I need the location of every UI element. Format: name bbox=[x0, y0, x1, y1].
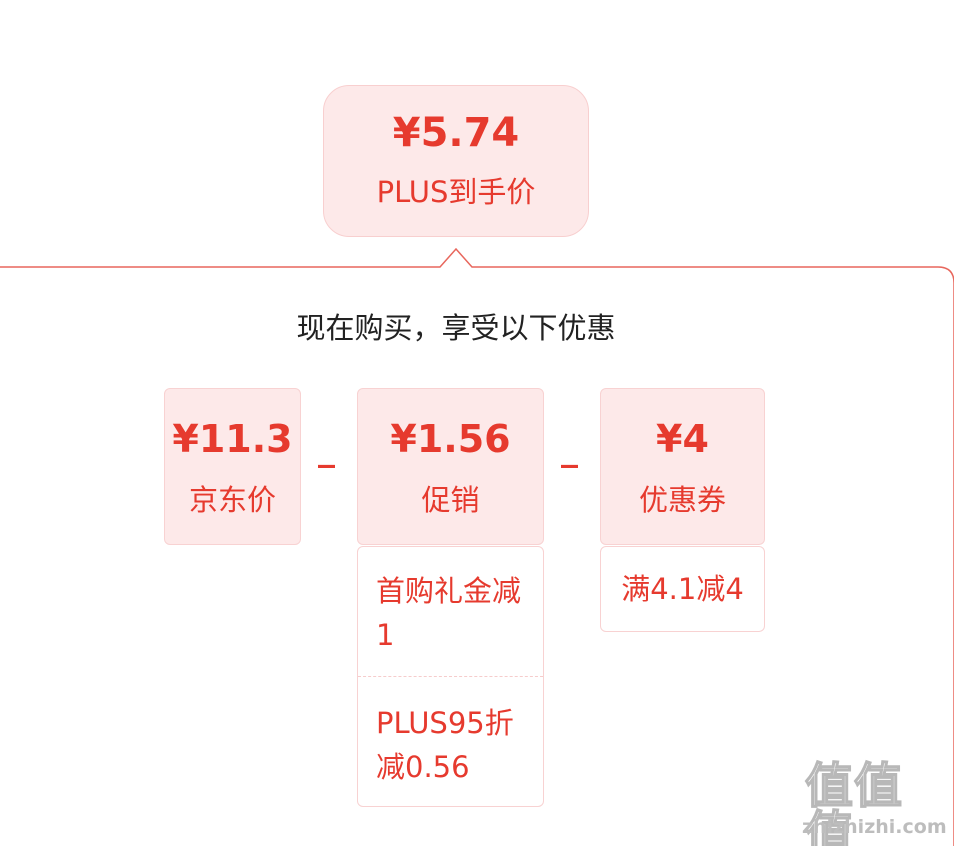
jd-price-value: ¥11.3 bbox=[172, 417, 293, 461]
promotion-label: 促销 bbox=[421, 483, 480, 517]
final-price-label: PLUS到手价 bbox=[376, 175, 536, 209]
watermark-logo: 值值值 bbox=[804, 758, 904, 846]
watermark-url: zhizhizhi.com bbox=[802, 816, 947, 838]
coupon-label: 优惠券 bbox=[638, 483, 726, 517]
promotion-details: 首购礼金减1 PLUS95折减0.56 bbox=[357, 546, 544, 807]
coupon-value: ¥4 bbox=[656, 417, 709, 461]
jd-price-label: 京东价 bbox=[188, 483, 276, 517]
promotion-detail-item: PLUS95折减0.56 bbox=[376, 706, 514, 784]
dashed-divider bbox=[358, 676, 543, 677]
coupon-detail-item: 满4.1减4 bbox=[621, 572, 744, 606]
final-price: ¥5.74 bbox=[392, 110, 520, 156]
minus-operator: _ bbox=[561, 429, 578, 469]
coupon-card: ¥4 优惠券 bbox=[600, 388, 765, 545]
promotion-value: ¥1.56 bbox=[390, 417, 511, 461]
promotion-detail-item: 首购礼金减1 bbox=[376, 574, 522, 652]
promotion-card: ¥1.56 促销 bbox=[357, 388, 544, 545]
jd-price-card: ¥11.3 京东价 bbox=[164, 388, 301, 545]
minus-operator: _ bbox=[318, 429, 335, 469]
site-watermark: 值值值 zhizhizhi.com bbox=[800, 761, 950, 846]
discount-headline: 现在购买，享受以下优惠 bbox=[296, 311, 616, 345]
coupon-details: 满4.1减4 bbox=[600, 546, 765, 632]
final-price-box: ¥5.74 PLUS到手价 bbox=[323, 85, 589, 237]
